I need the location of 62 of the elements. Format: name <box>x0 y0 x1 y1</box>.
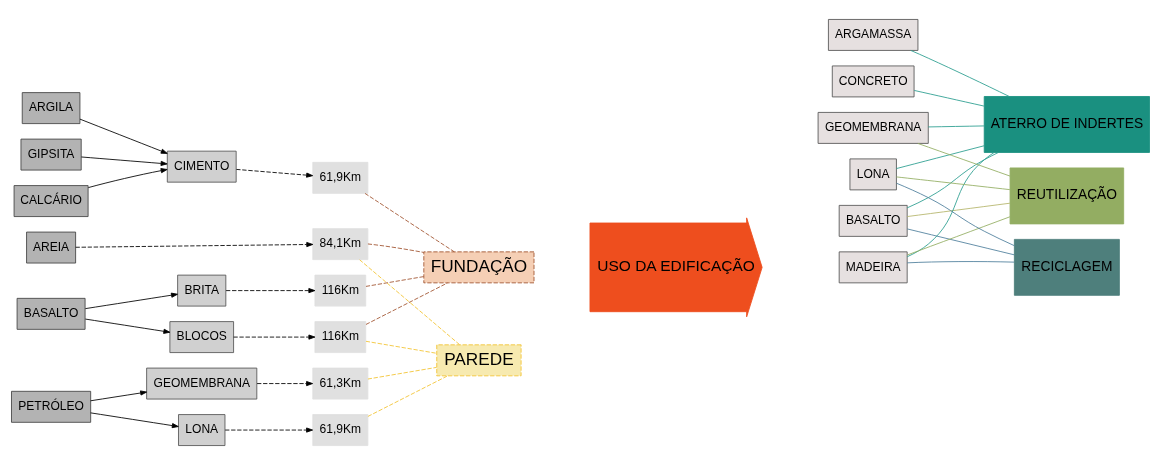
node-box: 61,9Km <box>312 413 369 446</box>
connector <box>359 258 461 345</box>
connector <box>365 275 425 287</box>
arrow <box>75 241 314 248</box>
arrow <box>79 118 168 154</box>
connector <box>367 243 425 253</box>
arrow <box>256 380 313 386</box>
node-box: GIPSITA <box>20 138 82 170</box>
connector <box>906 151 999 208</box>
arrow <box>233 334 316 340</box>
connector <box>906 228 1015 255</box>
node-box: GEOMEMBRANA <box>817 111 929 144</box>
connector <box>364 192 455 252</box>
connector <box>896 182 1015 246</box>
connector <box>906 151 995 257</box>
node-box: PAREDE <box>436 343 522 376</box>
connector <box>365 340 437 354</box>
connector <box>906 215 1011 255</box>
connector <box>906 202 1011 217</box>
connector <box>906 260 1015 263</box>
arrow <box>84 318 171 334</box>
node-box: BASALTO <box>838 204 908 237</box>
node-box: 61,9Km <box>312 161 369 194</box>
arrow <box>90 389 148 401</box>
node-box: AREIA <box>26 231 77 263</box>
arrow <box>225 287 316 293</box>
connector <box>365 282 448 325</box>
node-box: BASALTO <box>16 297 86 330</box>
node-box: MADEIRA <box>838 250 908 283</box>
node-box: RECICLAGEM <box>1013 238 1120 296</box>
node-box: CONCRETO <box>831 65 915 97</box>
connector <box>367 374 449 417</box>
node-box: LONA <box>178 413 226 446</box>
node-box: REUTILIZAÇÃO <box>1009 167 1125 224</box>
connector <box>896 144 985 169</box>
connector <box>917 142 1011 176</box>
connector <box>913 89 985 106</box>
node-box: ARGILA <box>21 91 81 124</box>
node-box: 61,3Km <box>312 367 369 399</box>
connector <box>896 176 1011 190</box>
arrow <box>224 427 314 433</box>
arrow <box>87 167 168 188</box>
node-box: CALCÁRIO <box>13 184 89 217</box>
connector <box>367 366 437 379</box>
connector <box>927 125 985 127</box>
node-box: LONA <box>849 157 897 190</box>
arrow <box>90 411 179 428</box>
arrow <box>236 168 314 178</box>
node-box: ATERRO DE INDERTES <box>983 95 1150 153</box>
node-box: PETRÓLEO <box>11 390 92 423</box>
node-box: 116Km <box>314 320 367 353</box>
connector <box>910 49 1010 97</box>
node-box: BRITA <box>177 274 227 307</box>
arrow <box>80 156 168 166</box>
node-box: BLOCOS <box>169 320 234 353</box>
node-box: 116Km <box>314 274 367 307</box>
node-box: ARGAMASSA <box>828 18 919 51</box>
node-box: 84,1Km <box>312 227 369 260</box>
arrow <box>84 292 178 309</box>
node-box: CIMENTO <box>166 150 237 183</box>
node-box: GEOMEMBRANA <box>146 367 258 399</box>
node-box: FUNDAÇÃO <box>423 250 535 283</box>
